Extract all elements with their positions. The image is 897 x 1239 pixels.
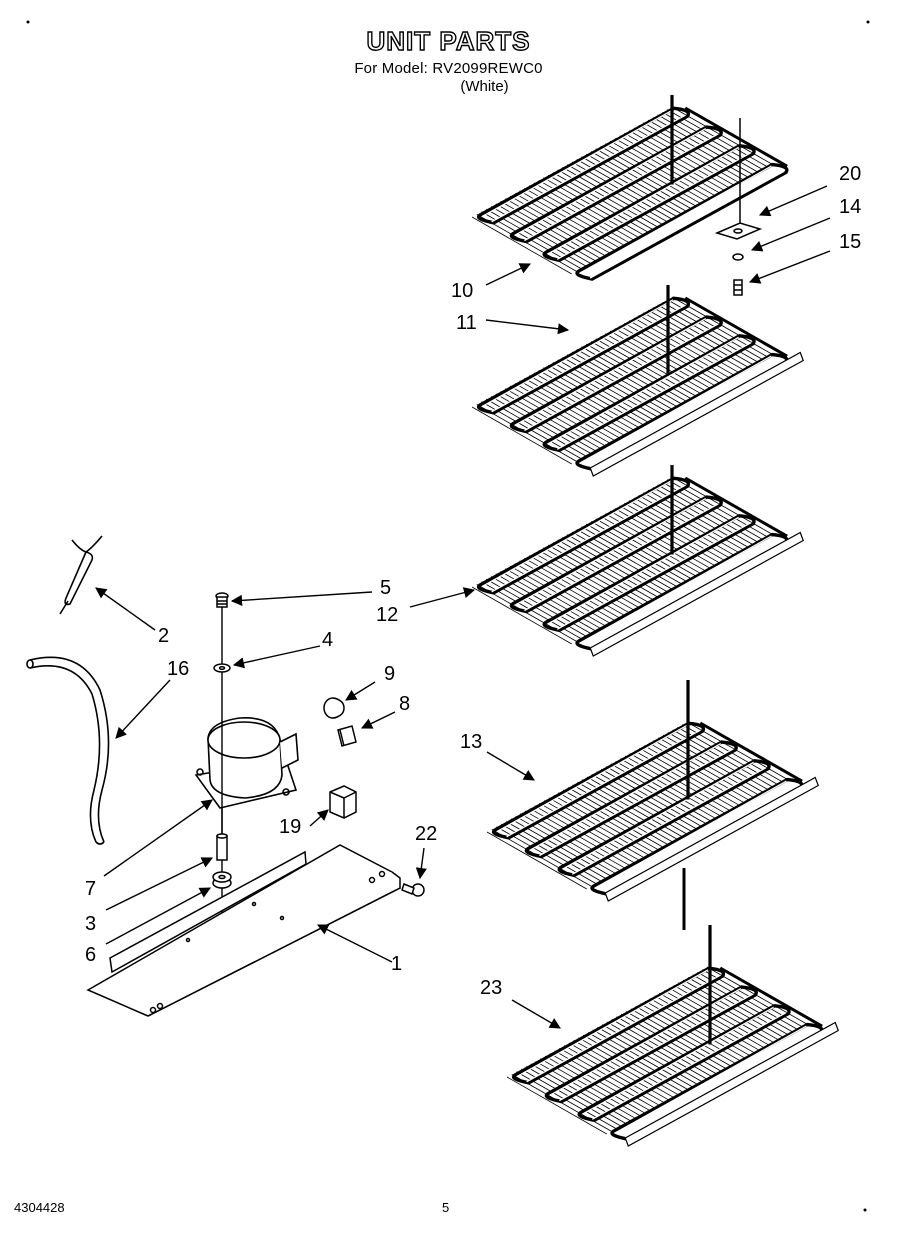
grommet-6: [212, 871, 232, 889]
callout-14: 14: [839, 196, 861, 218]
washer-4: [213, 663, 231, 673]
overload-9: [323, 697, 345, 719]
callout-7: 7: [85, 878, 96, 900]
callout-8: 8: [399, 693, 410, 715]
callout-labels: 1 2 3 4 5 6 7 8 9 10 11 12 13 14 15 16 1…: [85, 163, 861, 999]
callout-9: 9: [384, 663, 395, 685]
callout-2: 2: [158, 625, 169, 647]
leader-lines: [95, 185, 831, 1029]
screw-22: [401, 883, 425, 897]
sensor-2: [59, 535, 103, 615]
evaporator-shelf-23: [506, 925, 839, 1147]
mounting-bracket-20: [714, 118, 763, 240]
callout-15: 15: [839, 231, 861, 253]
callout-4: 4: [322, 629, 333, 651]
evaporator-shelf-11: [471, 285, 804, 477]
callout-16: 16: [167, 658, 189, 680]
page-title: UNIT PARTS: [366, 25, 531, 56]
shelf-group: [471, 95, 839, 1147]
document-number: 4304428: [14, 1200, 65, 1215]
callout-10: 10: [451, 280, 473, 302]
tubing-16: [26, 656, 110, 845]
callout-20: 20: [839, 163, 861, 185]
page-number: 5: [442, 1200, 450, 1215]
sleeve-3: [216, 833, 228, 861]
callout-13: 13: [460, 731, 482, 753]
color-line: (White): [460, 78, 509, 95]
callout-22: 22: [415, 823, 437, 845]
callout-5: 5: [380, 577, 391, 599]
callout-6: 6: [85, 944, 96, 966]
callout-12: 12: [376, 604, 398, 626]
callout-11: 11: [456, 312, 477, 334]
base-plate-1: [86, 844, 402, 1017]
capacitor-19: [329, 785, 357, 819]
compressor: [194, 717, 299, 809]
callout-1: 1: [391, 953, 402, 975]
callout-23: 23: [480, 977, 502, 999]
evaporator-shelf-12: [471, 465, 804, 657]
relay-8: [337, 725, 357, 747]
model-line: For Model: RV2099REWC0: [354, 60, 543, 77]
screw-5: [215, 592, 229, 608]
evaporator-shelf-13: [486, 680, 819, 902]
callout-3: 3: [85, 913, 96, 935]
screw-15: [733, 279, 743, 296]
callout-19: 19: [279, 816, 301, 838]
washer-14: [732, 253, 744, 261]
